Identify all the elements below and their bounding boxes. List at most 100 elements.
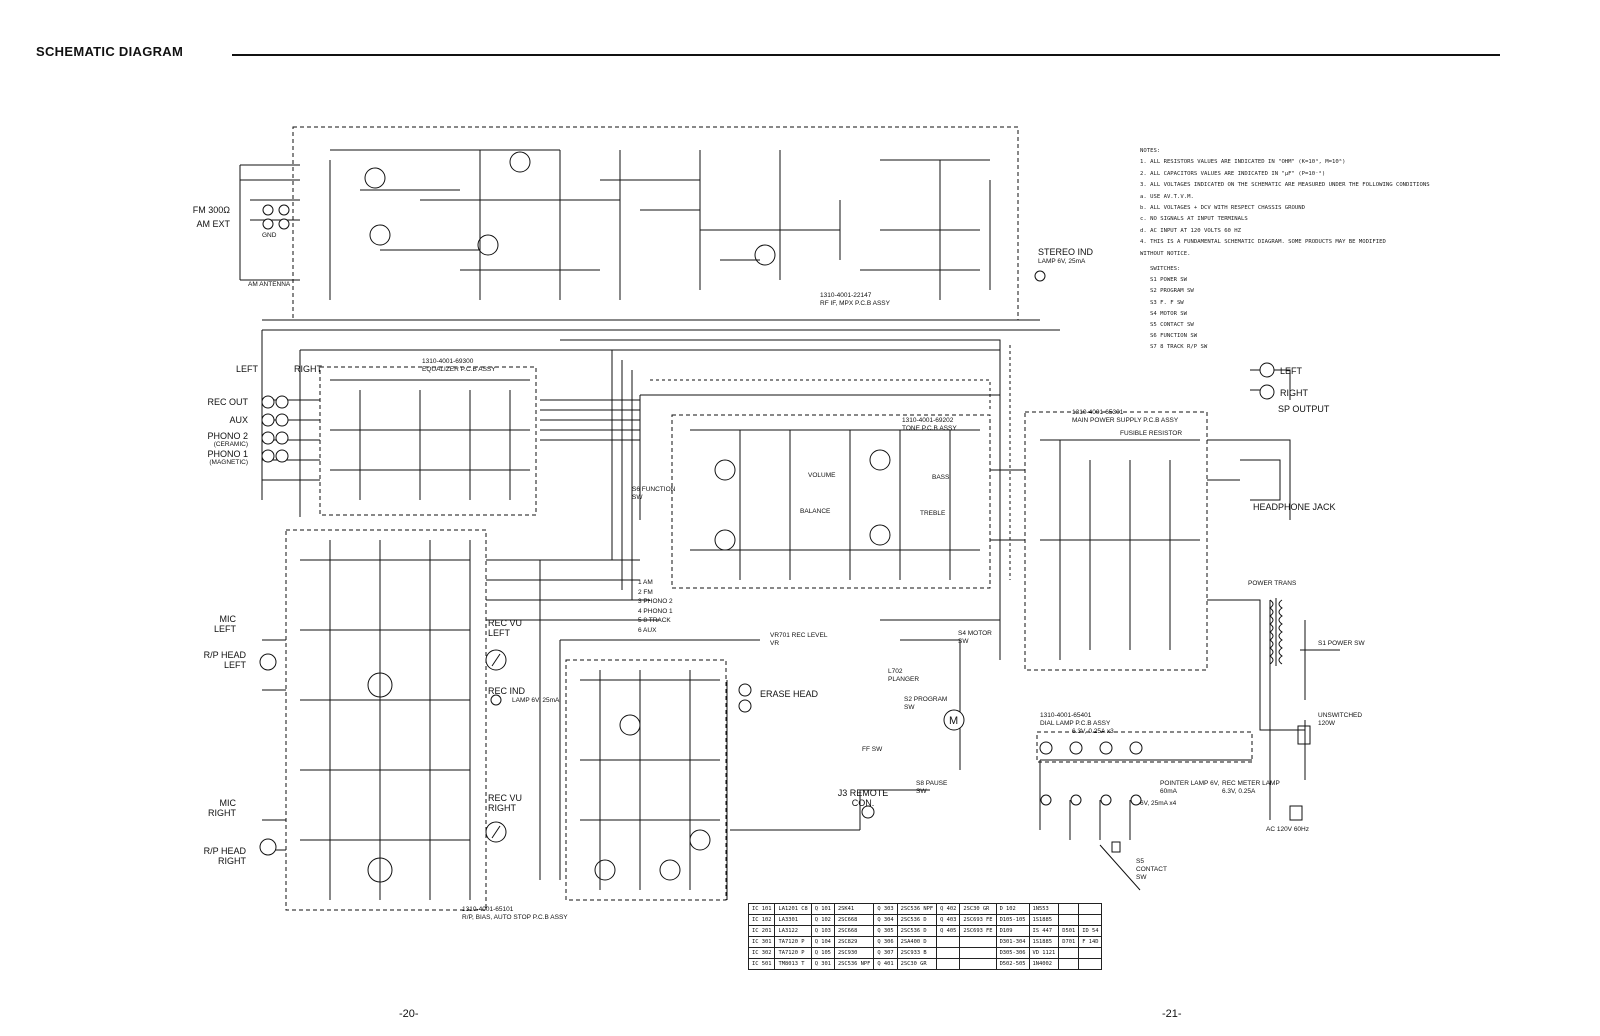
parts-table-cell: 2SC930 xyxy=(833,947,875,959)
function-item-am: 1 AM xyxy=(638,579,653,586)
parts-table-cell xyxy=(1078,958,1103,970)
plunger-label: L702 PLANGER xyxy=(888,668,920,683)
phono1-sub-label: (MAGNETIC) xyxy=(209,459,248,466)
parts-table-cell: D105-105 xyxy=(995,914,1030,926)
note-line: NOTES: xyxy=(1140,148,1161,154)
parts-table-cell: F 14D xyxy=(1078,936,1103,948)
function-item-aux: 6 AUX xyxy=(638,626,657,634)
rp-head-left-label: R/P HEAD LEFT xyxy=(203,650,246,670)
parts-table-cell: ID 54 xyxy=(1078,925,1103,937)
parts-table-cell: Q 307 xyxy=(873,947,898,959)
svg-text:M: M xyxy=(949,715,958,727)
parts-table-cell xyxy=(1078,947,1103,959)
lamp-set-label: 6V, 25mA x4 xyxy=(1140,800,1177,807)
parts-table-cell: D501 xyxy=(1058,925,1080,937)
parts-table-cell: Q 401 xyxy=(873,958,898,970)
switch-line: S7 8 TRACK R/P SW xyxy=(1150,344,1208,351)
parts-table-cell: Q 303 xyxy=(873,903,898,915)
parts-table-cell: 1N4002 xyxy=(1028,958,1060,970)
parts-table-cell: 2SA400 D xyxy=(896,936,938,948)
note-line: b. ALL VOLTAGES + DCV WITH RESPECT CHASS… xyxy=(1140,205,1306,212)
parts-table-cell: TA7120 P xyxy=(774,936,812,948)
am-ext-label: AM EXT xyxy=(196,219,230,229)
rec-vu-left-label: REC VU LEFT xyxy=(488,618,523,638)
parts-table-cell: IC 201 xyxy=(747,925,776,937)
eq-board-name: EQUALIZER P.C.B ASSY xyxy=(422,366,496,373)
phono2-sub-label: (CERAMIC) xyxy=(213,441,248,448)
function-item-fm: 2 FM xyxy=(638,588,653,596)
switches-legend: SWITCHES: S1 POWER SW S2 PROGRAM SW S3 F… xyxy=(1150,264,1207,354)
parts-table-cell: Q 104 xyxy=(810,936,835,948)
parts-table-cell xyxy=(959,958,997,970)
ff-sw-label: FF SW xyxy=(862,746,883,753)
page-title: SCHEMATIC DIAGRAM xyxy=(36,44,184,59)
equalizer-board-outline xyxy=(319,366,537,516)
remote-con-label: J3 REMOTE CON. xyxy=(837,788,889,808)
parts-table-cell xyxy=(936,958,961,970)
parts-table-cell: Q 102 xyxy=(810,914,835,926)
title-rule xyxy=(232,54,1500,56)
parts-table-cell xyxy=(936,947,961,959)
power-board-part: 1310-4001-65301 xyxy=(1072,409,1124,416)
parts-table-cell: 1S1885 xyxy=(1028,936,1060,948)
parts-table-cell: 2SC693 FE xyxy=(959,925,997,937)
parts-table-cell xyxy=(1058,903,1080,915)
parts-table-cell: 2SK41 xyxy=(833,903,875,915)
power-board-name: MAIN POWER SUPPLY P.C.B ASSY xyxy=(1072,417,1179,424)
parts-table-cell: Q 101 xyxy=(810,903,835,915)
rf-board-part: 1310-4001-22147 xyxy=(820,292,872,299)
parts-table-cell: Q 402 xyxy=(936,903,961,915)
parts-table-cell xyxy=(959,936,997,948)
dial-lamps-label: 6.3V, 0.25A x3 xyxy=(1072,728,1114,735)
parts-table-cell: 2SC30 GR xyxy=(896,958,938,970)
treble-label: TREBLE xyxy=(920,510,946,517)
parts-table-cell: LA3301 xyxy=(774,914,812,926)
function-item-8track: 5 8 TRACK xyxy=(638,617,671,624)
tone-board-part: 1310-4001-69202 xyxy=(902,417,954,424)
fusible-label: FUSIBLE RESISTOR xyxy=(1120,430,1183,437)
note-line: 1. ALL RESISTORS VALUES ARE INDICATED IN… xyxy=(1140,159,1346,166)
parts-table-cell: Q 301 xyxy=(810,958,835,970)
stereo-ind-label: STEREO IND xyxy=(1038,247,1094,257)
phono1-label: PHONO 1 xyxy=(207,449,248,459)
note-line: WITHOUT NOTICE. xyxy=(1140,250,1191,257)
rp-board-outline xyxy=(285,529,487,911)
rec-out-label: REC OUT xyxy=(207,397,249,407)
pointer-lamp-label: POINTER LAMP 6V, 60mA xyxy=(1160,780,1220,795)
parts-table-cell: 2SC536 NPF xyxy=(896,903,938,915)
rec-ind-lamp-label: LAMP 6V, 25mA xyxy=(512,697,560,704)
lamp-board-part: 1310-4001-65401 xyxy=(1040,712,1092,719)
motor-sw-label: S4 MOTOR SW xyxy=(958,630,992,645)
page-number-left: -20- xyxy=(399,1008,419,1020)
rec-level-label: VR701 REC LEVEL VR xyxy=(770,632,828,647)
parts-table-cell: IS 447 xyxy=(1028,925,1060,937)
switch-line: S4 MOTOR SW xyxy=(1150,310,1188,317)
bass-label: BASS xyxy=(932,474,950,481)
parts-table-cell: 1N553 xyxy=(1028,903,1060,915)
function-sw-label: S6 FUNCTION SW xyxy=(632,486,676,501)
power-sw-label: S1 POWER SW xyxy=(1318,640,1365,647)
phono2-label: PHONO 2 xyxy=(207,431,248,441)
parts-table-cell: D 102 xyxy=(995,903,1030,915)
tone-board-outline xyxy=(671,414,991,589)
mic-left-label: MIC LEFT xyxy=(213,614,236,634)
switch-line: S2 PROGRAM SW xyxy=(1150,288,1194,295)
switch-line: SWITCHES: xyxy=(1150,266,1181,272)
headphone-jack-label: HEADPHONE JACK xyxy=(1253,502,1336,512)
function-list: 1 AM 2 FM 3 PHONO 2 4 PHONO 1 5 8 TRACK … xyxy=(638,578,673,635)
eq-board-part: 1310-4001-69300 xyxy=(422,358,474,365)
parts-table-cell: Q 304 xyxy=(873,914,898,926)
power-trans-label: POWER TRANS xyxy=(1248,580,1297,587)
pause-sw-label: S8 PAUSE SW xyxy=(916,780,948,795)
parts-table-cell: 2SC668 xyxy=(833,925,875,937)
note-line: a. USE AV.T.V.M. xyxy=(1140,193,1194,200)
parts-table-cell: 2SC933 B xyxy=(896,947,938,959)
bias-board-outline xyxy=(565,659,727,901)
rp-board-part: 1310-4001-65101 xyxy=(462,906,514,913)
parts-table-cell: Q 105 xyxy=(810,947,835,959)
